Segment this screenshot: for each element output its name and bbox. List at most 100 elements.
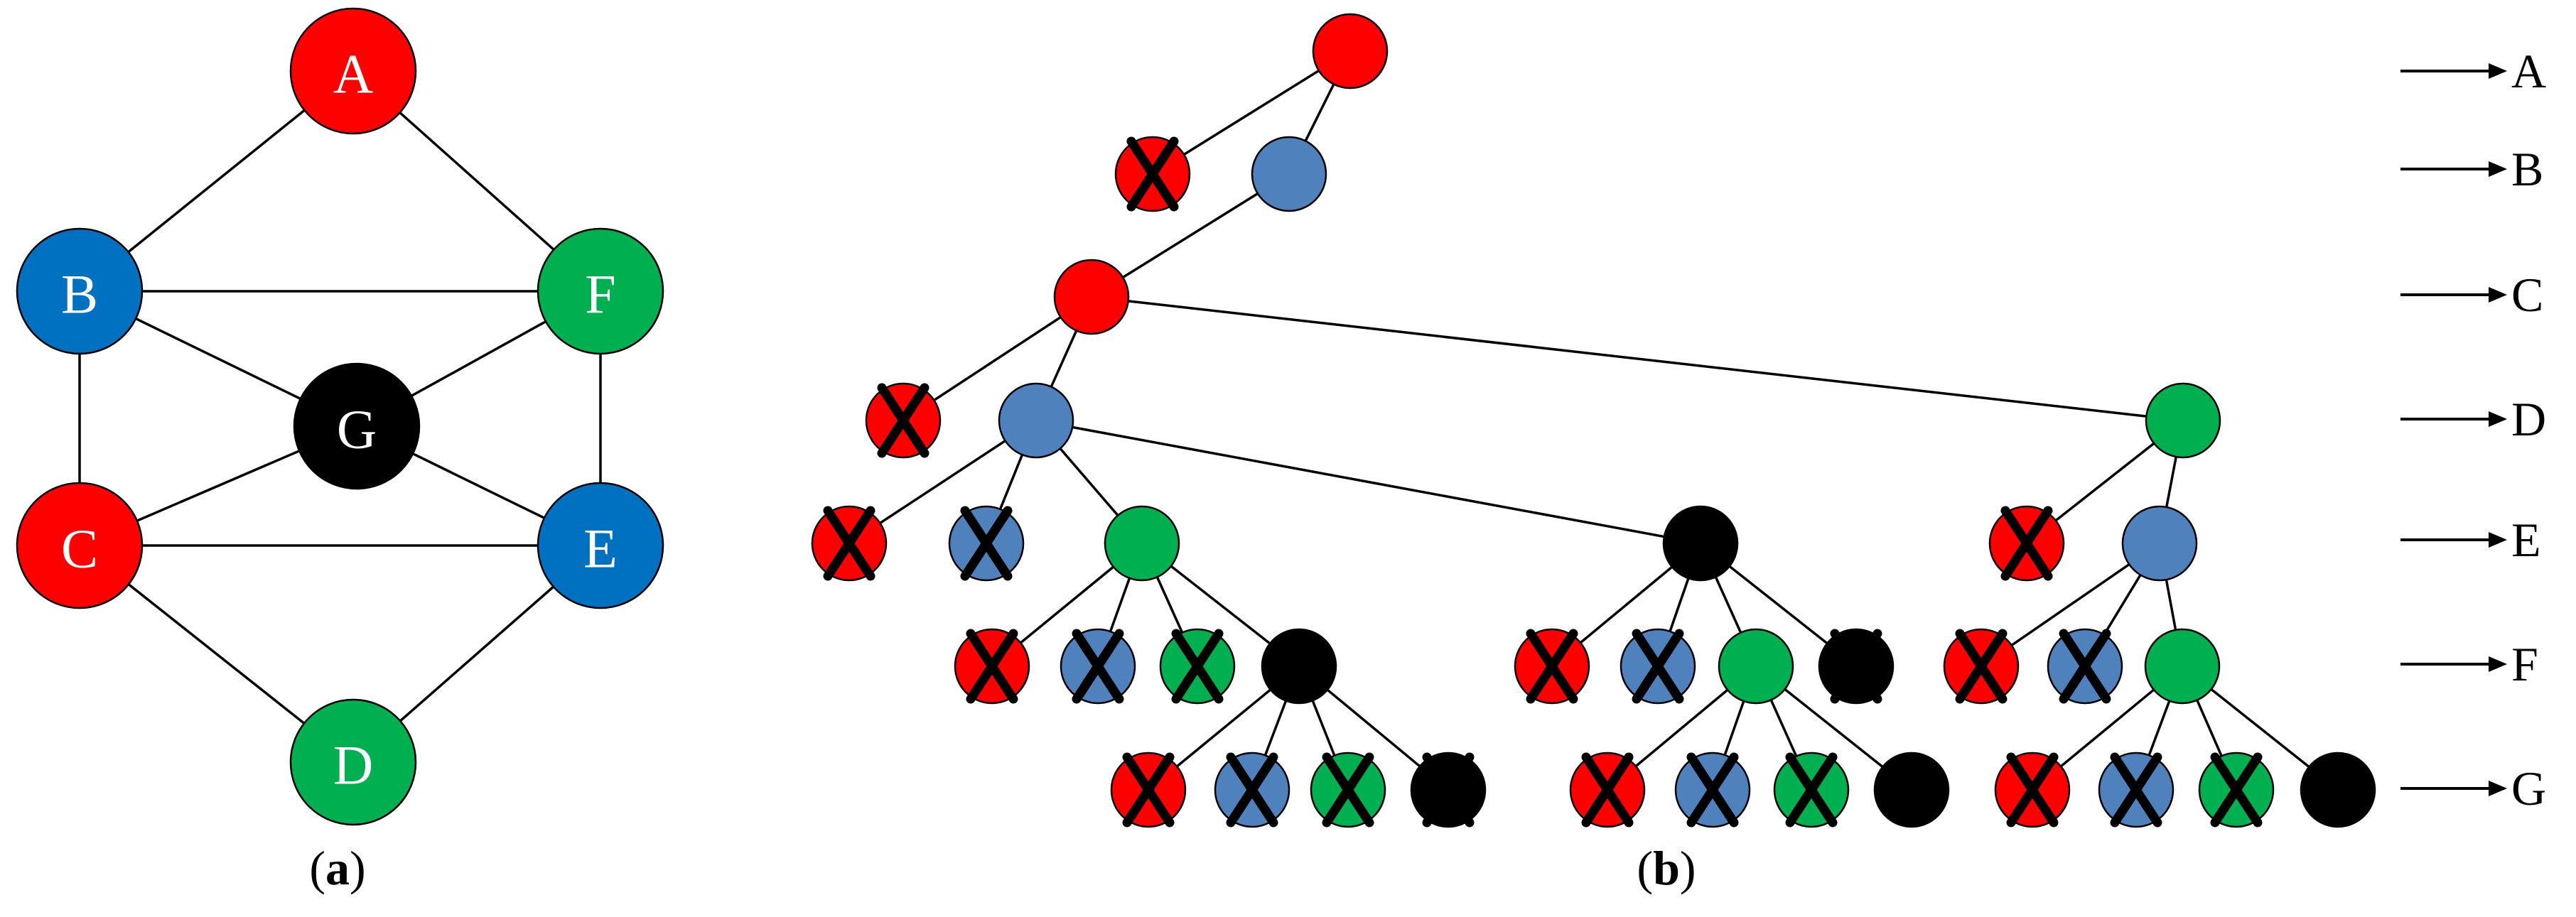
cross-mark-stroke — [1072, 629, 1124, 704]
tree-node-circle — [1251, 136, 1327, 212]
tree-node-g11 — [2198, 751, 2275, 828]
tree-node-g3 — [1310, 751, 1386, 828]
level-indicator-e: E — [2400, 513, 2541, 567]
graph-node-label: A — [333, 43, 373, 105]
tree-edge-d2-e2 — [998, 454, 1024, 510]
tree-node-circle — [2144, 628, 2221, 705]
cross-mark-stroke — [1122, 752, 1175, 828]
tree-edge-e4-f8 — [1728, 565, 1828, 645]
tree-node-f10 — [2047, 628, 2123, 705]
tree-node-circle — [2300, 751, 2376, 828]
tree-edge-f4-g3 — [1311, 700, 1336, 756]
tree-edge-e3-f4 — [1170, 565, 1271, 645]
arrow-right-icon — [2489, 411, 2507, 427]
tree-node-g1 — [1110, 751, 1187, 828]
cross-mark-stroke — [1171, 629, 1224, 704]
level-label: A — [2511, 44, 2546, 98]
tree-edge-e6-f10 — [2103, 574, 2142, 636]
tree-edge-e3-f3 — [1155, 576, 1184, 634]
tree-node-circle — [2145, 382, 2221, 459]
tree-edge-d2-e4 — [1072, 425, 1665, 538]
arrow-right-icon — [2489, 532, 2507, 548]
tree-edge-d2-e3 — [1059, 447, 1119, 516]
cross-mark-stroke — [2006, 752, 2059, 828]
cross-mark-icon — [2210, 752, 2263, 828]
level-indicator-a: A — [2400, 44, 2546, 98]
cross-mark-stroke — [1686, 752, 1739, 828]
cross-mark-stroke — [1322, 752, 1374, 828]
cross-mark-icon — [1126, 136, 1179, 212]
cross-mark-stroke — [2059, 629, 2111, 704]
graph-node-label: D — [333, 734, 373, 796]
graph-node-c: C — [16, 482, 144, 609]
cross-mark-stroke — [966, 629, 1018, 704]
panel-b-edges — [879, 69, 2310, 769]
level-label: G — [2511, 761, 2546, 815]
tree-edge-f11-g12 — [2210, 688, 2310, 769]
graph-node-circle — [16, 227, 144, 355]
cross-mark-stroke — [1226, 752, 1278, 828]
panel-b-nodes — [811, 13, 2376, 828]
level-label: F — [2511, 637, 2538, 691]
tree-node-g6 — [1674, 751, 1751, 828]
tree-node-g2 — [1214, 751, 1290, 828]
tree-node-circle — [998, 382, 1074, 459]
tree-edge-f7-g7 — [1769, 699, 1798, 757]
tree-edge-d2-e1 — [879, 440, 1006, 524]
tree-edge-e6-f9 — [2010, 563, 2130, 646]
cross-mark-stroke — [1632, 629, 1684, 704]
graph-node-circle — [537, 227, 664, 355]
arrow-right-icon — [2489, 161, 2507, 177]
cross-mark-icon — [2000, 506, 2053, 581]
tree-node-e4 — [1662, 505, 1739, 582]
tree-node-circle — [1662, 505, 1739, 582]
cross-mark-icon — [1122, 752, 1175, 828]
cross-mark-icon — [1581, 752, 1634, 828]
cross-mark-icon — [1830, 629, 1882, 704]
cross-mark-icon — [1226, 752, 1278, 828]
tree-node-f8 — [1818, 628, 1895, 705]
tree-edge-c1-d2 — [1050, 330, 1078, 388]
graph-node-circle — [16, 482, 144, 609]
tree-edge-c1-d3 — [1128, 300, 2147, 418]
tree-node-g12 — [2300, 751, 2376, 828]
level-indicator-b: B — [2400, 142, 2543, 196]
graph-node-circle — [289, 698, 417, 826]
tree-node-circle — [1873, 751, 1950, 828]
tree-node-f11 — [2144, 628, 2221, 705]
level-label: C — [2511, 268, 2543, 322]
cross-mark-stroke — [1785, 752, 1838, 828]
graph-node-e: E — [537, 482, 664, 609]
cross-mark-icon — [1632, 629, 1684, 704]
tree-edge-e4-f7 — [1714, 576, 1742, 634]
tree-node-g5 — [1569, 751, 1646, 828]
tree-edge-f7-g5 — [1634, 688, 1729, 768]
cross-mark-icon — [1686, 752, 1739, 828]
arrow-right-icon — [2489, 63, 2507, 79]
tree-edge-b2-c1 — [1122, 192, 1259, 279]
tree-node-d1 — [865, 382, 942, 459]
tree-node-f7 — [1718, 628, 1794, 705]
cross-mark-icon — [1072, 629, 1124, 704]
tree-node-circle — [1104, 505, 1180, 582]
level-indicator-f: F — [2400, 637, 2538, 691]
tree-edge-f7-g6 — [1723, 700, 1745, 756]
tree-node-f4 — [1261, 628, 1337, 705]
graph-node-circle — [293, 362, 421, 490]
tree-node-b1 — [1114, 136, 1191, 212]
cross-mark-icon — [823, 506, 875, 581]
cross-mark-icon — [1322, 752, 1374, 828]
tree-edge-e4-f6 — [1669, 577, 1690, 632]
cross-mark-stroke — [960, 506, 1013, 581]
tree-edge-e3-f2 — [1109, 577, 1131, 632]
graph-node-circle — [537, 482, 664, 609]
tree-edge-e6-f11 — [2165, 579, 2177, 631]
tree-edge-f11-g11 — [2196, 699, 2223, 757]
panel-b-caption: (b) — [1637, 841, 1696, 895]
cross-mark-icon — [1171, 629, 1224, 704]
tree-edge-f4-g4 — [1326, 688, 1421, 768]
tree-node-circle — [2121, 505, 2198, 582]
